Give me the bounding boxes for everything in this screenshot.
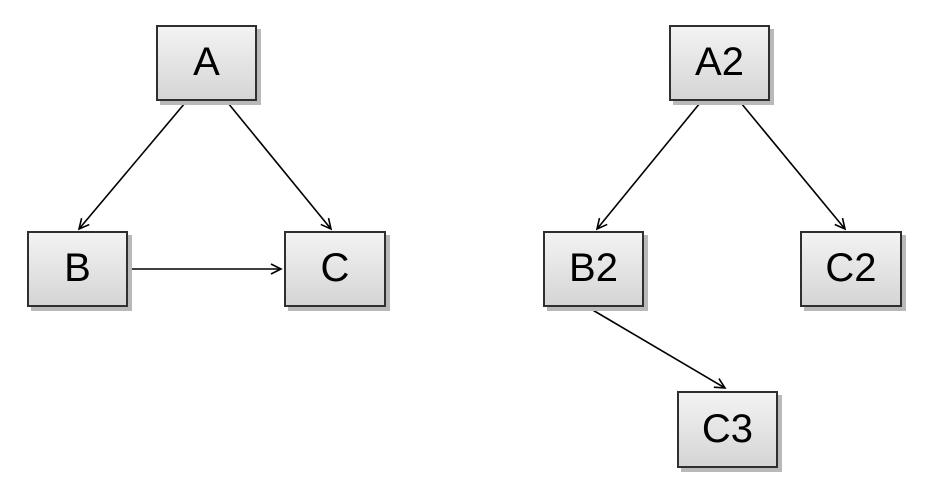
node-C-label: C [320,246,350,290]
node-C3-label: C3 [701,406,754,451]
edge-A-C [227,102,333,231]
node-A: A [156,25,257,101]
node-B: B [27,231,128,307]
node-B2-label: B2 [569,246,618,290]
node-A2-label: A2 [695,40,744,84]
edge-A-B [77,102,186,231]
edge-A2-C2 [740,102,847,231]
node-B-label: B [64,246,91,290]
edge-A2-B2 [595,102,701,231]
node-A-label: A [193,40,220,84]
node-C3: C3 [677,391,778,468]
node-C: C [284,231,386,307]
node-B2: B2 [543,231,644,307]
node-C2-label: C2 [825,246,877,290]
edge-B2-C3 [590,308,727,389]
node-A2: A2 [669,25,770,101]
node-C2: C2 [800,231,902,307]
